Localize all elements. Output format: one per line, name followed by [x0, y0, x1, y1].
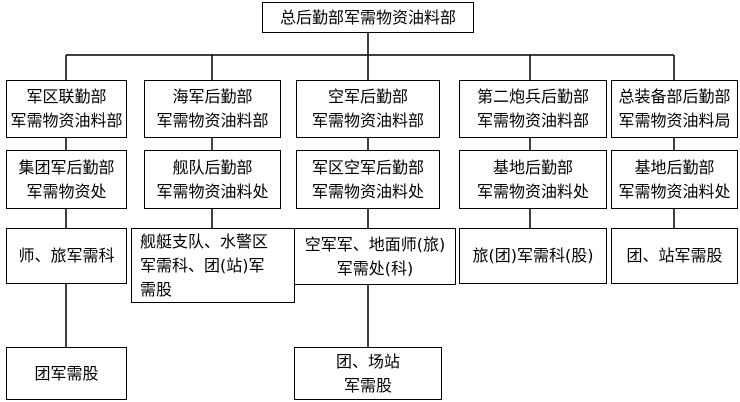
- node-col3-level2: 军区空军后勤部 军需物资油料处: [296, 150, 440, 209]
- node-label: 军需物资油料部: [10, 111, 123, 130]
- node-col5-level2: 基地后勤部 军需物资油料处: [611, 150, 738, 209]
- node-label: 军需物资油料局: [618, 111, 731, 130]
- node-label: 团、站军需股: [626, 246, 723, 265]
- node-label: 军需股: [343, 375, 392, 395]
- node-label: 总装备部后勤部: [618, 87, 731, 106]
- node-label: 军需物资油料部: [156, 111, 269, 130]
- node-label: 空军后勤部: [327, 87, 408, 106]
- node-label: 军需物资油料处: [311, 181, 424, 201]
- node-label: 基地后勤部: [492, 157, 573, 177]
- node-label: 团军需股: [34, 363, 99, 383]
- node-label: 军需物资油料处: [618, 181, 731, 201]
- node-label: 舰队后勤部: [172, 157, 253, 177]
- node-col2-level2: 舰队后勤部 军需物资油料处: [144, 150, 281, 209]
- node-col2-level1: 海军后勤部 军需物资油料部: [144, 80, 281, 138]
- node-col3-level4: 团、场站 军需股: [294, 347, 442, 400]
- node-col1-level1: 军区联勤部 军需物资油料部: [6, 80, 127, 138]
- node-col1-level2: 集团军后勤部 军需物资处: [6, 150, 127, 209]
- node-label: 舰艇支队、水警区: [140, 231, 269, 251]
- node-root: 总后勤部军需物资油料部: [262, 2, 474, 33]
- node-col4-level1: 第二炮兵后勤部 军需物资油料部: [459, 80, 607, 138]
- node-col1-level4: 团军需股: [6, 347, 127, 400]
- node-label: 军需物资处: [26, 181, 107, 201]
- node-label: 集团军后勤部: [18, 157, 115, 177]
- node-col3-level3: 空军军、地面师(旅) 军需处(科): [294, 228, 456, 285]
- node-label: 基地后勤部: [634, 157, 715, 177]
- node-label: 军区联勤部: [26, 87, 107, 106]
- node-label: 军需物资油料处: [156, 181, 269, 201]
- node-label: 军需物资油料处: [476, 181, 589, 201]
- node-label: 海军后勤部: [172, 87, 253, 106]
- node-label: 第二炮兵后勤部: [476, 87, 589, 106]
- node-label: 总后勤部军需物资油料部: [279, 7, 456, 27]
- node-col3-level1: 空军后勤部 军需物资油料部: [296, 80, 440, 138]
- node-col2-level3: 舰艇支队、水警区 军需科、团(站)军 需股: [131, 228, 295, 303]
- node-label: 军需科、团(站)军: [140, 255, 265, 275]
- node-label: 军需处(科): [336, 258, 414, 278]
- node-col4-level2: 基地后勤部 军需物资油料处: [459, 150, 607, 209]
- node-label: 需股: [140, 279, 173, 299]
- node-label: 军区空军后勤部: [311, 157, 424, 177]
- node-col1-level3: 师、旅军需科: [6, 228, 127, 284]
- node-label: 军需物资油料部: [311, 111, 424, 130]
- node-col5-level1: 总装备部后勤部 军需物资油料局: [611, 80, 738, 138]
- node-col4-level3: 旅(团)军需科(股): [459, 228, 607, 284]
- node-label: 旅(团)军需科(股): [472, 246, 594, 265]
- node-col5-level3: 团、站军需股: [611, 228, 738, 284]
- node-label: 团、场站: [335, 351, 400, 371]
- node-label: 军需物资油料部: [476, 111, 589, 130]
- node-label: 空军军、地面师(旅): [304, 234, 446, 254]
- node-label: 师、旅军需科: [18, 246, 115, 265]
